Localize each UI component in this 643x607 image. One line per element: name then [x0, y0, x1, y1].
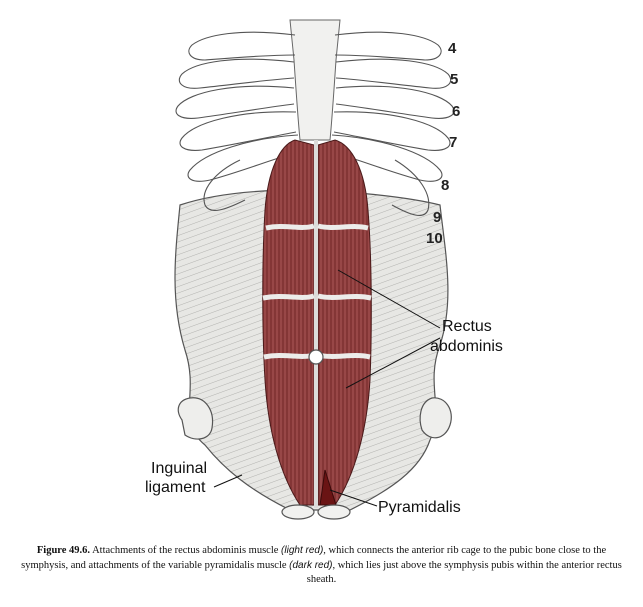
figure-caption: Figure 49.6. Attachments of the rectus a… [14, 544, 629, 588]
pubic-bone-right [317, 504, 351, 520]
caption-text-1: Attachments of the rectus abdominis musc… [90, 545, 282, 556]
leader-rectus-upper [337, 269, 441, 329]
rib-number-5: 5 [450, 71, 459, 88]
caption-text-3: , which lies just above the symphysis pu… [306, 559, 622, 586]
rib-number-7: 7 [449, 134, 458, 151]
rectus-abdominis-left [262, 139, 315, 506]
rib-number-10: 10 [426, 230, 443, 247]
rectus-abdominis-right [317, 139, 372, 506]
right-iliac-crest [419, 397, 452, 439]
rib-number-8: 8 [441, 177, 450, 194]
label-rectus: Rectus [442, 318, 492, 336]
label-inguinal-line2: ligament [145, 479, 206, 496]
rib-number-9: 9 [433, 209, 442, 226]
rib-number-4: 4 [448, 40, 457, 57]
leader-inguinal [213, 474, 243, 488]
label-ligament: ligament [145, 479, 205, 497]
caption-figure-label: Figure 49.6. [36, 545, 91, 556]
label-inguinal-line1: Inguinal [151, 460, 208, 477]
caption-light-red: (light red) [281, 545, 324, 556]
leader-rectus-lower [345, 337, 441, 389]
leader-pyramidalis [329, 489, 378, 507]
anatomy-illustration [174, 19, 455, 520]
label-rectus-line1: Rectus [442, 318, 492, 335]
caption-text-2: , which connects the anterior rib cage t… [21, 545, 607, 571]
umbilicus [308, 349, 324, 365]
rib-number-6: 6 [452, 103, 461, 120]
pubic-bone-left [281, 504, 315, 520]
caption-dark-red: (dark red) [289, 559, 333, 571]
label-inguinal: Inguinal [151, 460, 207, 478]
sternum [289, 19, 341, 141]
left-iliac-crest [177, 397, 214, 440]
label-rectus-line2: abdominis [430, 338, 503, 355]
label-abdominis: abdominis [430, 338, 503, 356]
label-pyramidalis: Pyramidalis [378, 499, 461, 516]
